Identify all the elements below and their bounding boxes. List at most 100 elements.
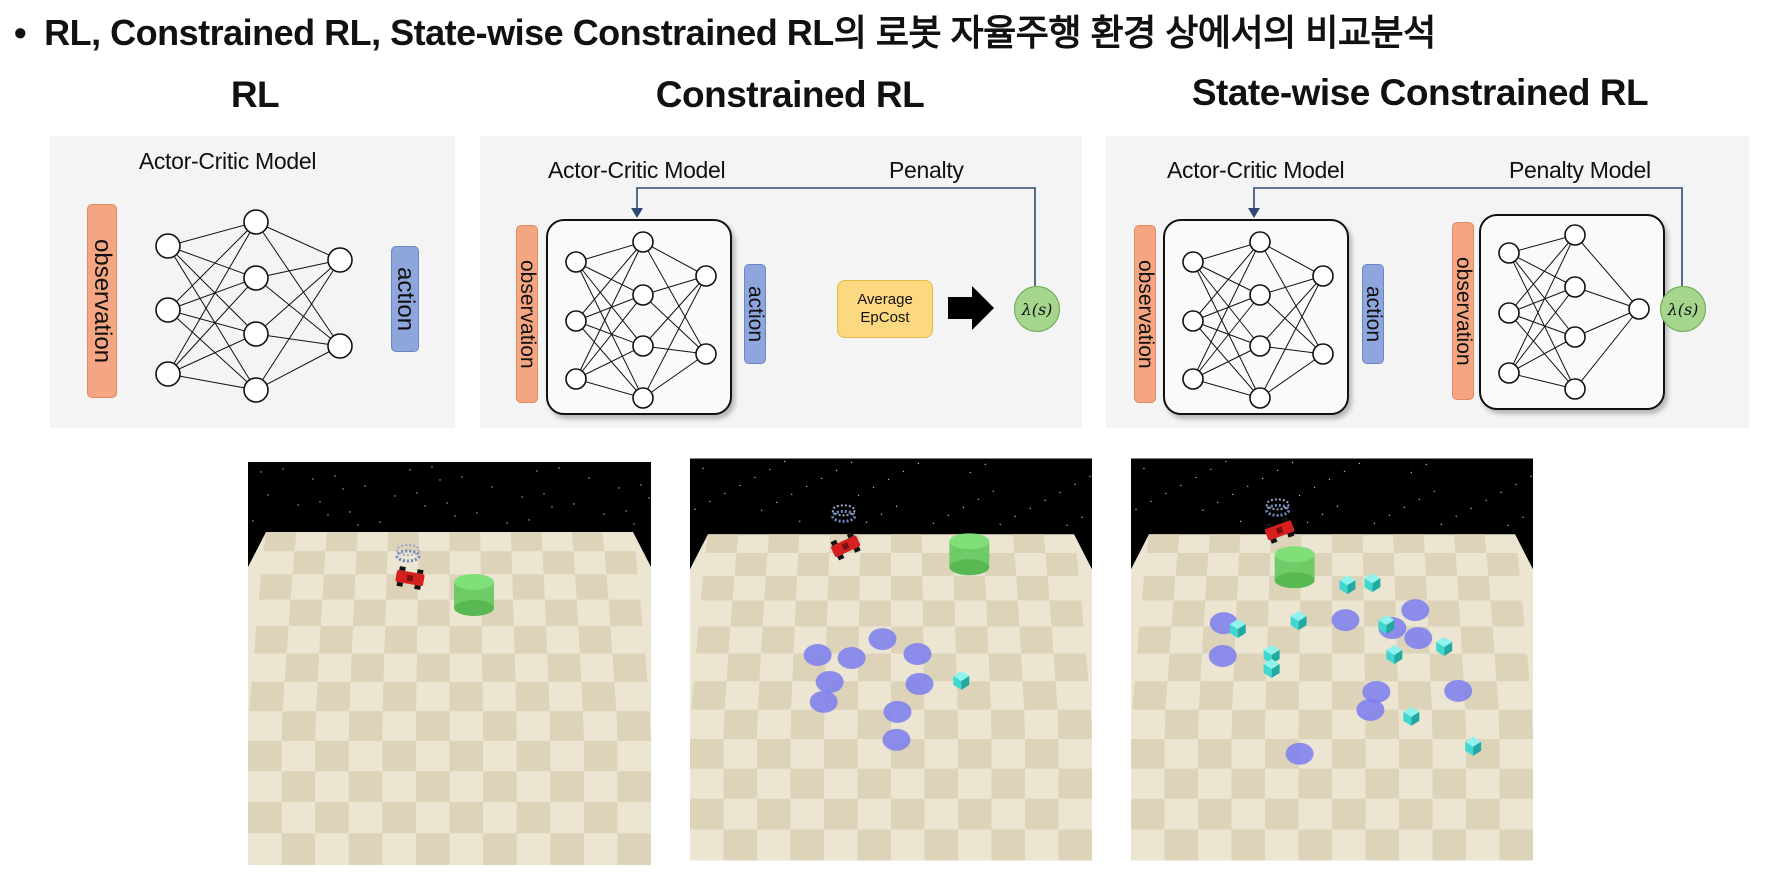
star [1044, 499, 1046, 502]
star [528, 519, 530, 521]
star [618, 487, 620, 489]
scene-state-wise-rl-environment [1131, 458, 1533, 861]
star [962, 506, 965, 509]
floor-tile [857, 768, 891, 799]
floor-tile [734, 553, 768, 576]
floor-tile [1013, 534, 1046, 554]
connection [1508, 234, 1576, 314]
star [739, 484, 741, 487]
star [1210, 468, 1212, 471]
connection [1574, 286, 1640, 310]
star [297, 504, 299, 506]
floor-tile [608, 599, 643, 627]
floor-tile [315, 740, 349, 772]
connection [642, 275, 707, 347]
floor-tile [1131, 798, 1165, 830]
floor-tile [1016, 575, 1050, 601]
floor-tile [695, 626, 731, 654]
floor-tile [348, 833, 383, 865]
star [1403, 506, 1406, 509]
hazard-zone [1362, 680, 1391, 703]
star [1336, 505, 1339, 508]
floor-tile [449, 626, 483, 654]
floor-tile [1231, 768, 1265, 799]
floor-tile [1332, 626, 1365, 654]
vase-side [1229, 624, 1238, 639]
star [1240, 520, 1242, 523]
floor-tile [991, 768, 1025, 799]
floor-tile [1429, 653, 1464, 682]
connection [575, 378, 644, 399]
star [1343, 470, 1346, 473]
neuron [243, 321, 269, 347]
floor-tile [382, 740, 416, 772]
floor-tile [355, 551, 388, 575]
floor-tile [1399, 798, 1433, 830]
neuron [1182, 368, 1204, 390]
star [364, 485, 366, 487]
floor-tile [348, 771, 383, 803]
star [1291, 461, 1294, 464]
connection [575, 261, 644, 347]
star [349, 511, 351, 513]
star [1470, 507, 1472, 510]
floor-tile [986, 600, 1020, 627]
connection [1259, 241, 1324, 277]
neuron [1628, 298, 1650, 320]
connection [642, 275, 707, 399]
floor-tile [1238, 553, 1271, 576]
floor-tile [1427, 600, 1461, 627]
floor-tile [827, 575, 860, 601]
neuron [1182, 251, 1204, 273]
floor-tile [767, 534, 800, 554]
robot-wheel [1281, 516, 1289, 523]
floor-tile [730, 600, 765, 627]
floor-tile [857, 829, 891, 861]
connection [1192, 261, 1261, 347]
floor-tile [415, 711, 450, 741]
connection [575, 294, 644, 380]
floor-tile [790, 709, 825, 739]
star [454, 515, 456, 517]
connection [575, 241, 644, 322]
star [446, 502, 448, 504]
floor-tile [281, 711, 316, 741]
page-heading: •RL, Constrained RL, State-wise Constrai… [14, 4, 1436, 56]
floor-tile [449, 532, 481, 552]
star [334, 475, 336, 477]
floor-tile [449, 802, 484, 834]
star [902, 470, 905, 473]
connection [1259, 353, 1324, 399]
star [1440, 523, 1442, 526]
panel-rl: Actor-Critic Model observation action [50, 136, 455, 428]
floor-tile [254, 626, 289, 654]
star [1029, 507, 1031, 510]
floor [248, 532, 651, 865]
vase-side [1386, 620, 1395, 635]
star [521, 496, 523, 498]
connection [575, 320, 644, 347]
connection [255, 333, 341, 347]
floor-tile [923, 653, 957, 682]
neuron [1249, 284, 1271, 306]
scene-rl-environment [248, 462, 651, 865]
star [491, 486, 493, 488]
star [977, 498, 979, 501]
connection [1192, 345, 1261, 380]
connection [575, 241, 644, 263]
goal-cylinder-base [1274, 572, 1315, 589]
neuron [565, 310, 587, 332]
star [1515, 483, 1517, 486]
floor-tile [1393, 534, 1425, 554]
floor-tile [516, 802, 551, 834]
floor-tile [824, 798, 858, 830]
floor-tile [797, 553, 830, 576]
robot-wheel [846, 532, 854, 539]
neuron [1249, 387, 1271, 409]
neural-network [155, 209, 353, 403]
connection [255, 259, 341, 391]
floor [690, 534, 1092, 861]
floor-tile [512, 574, 545, 600]
floor-tile [760, 626, 795, 654]
floor-tile [1494, 653, 1530, 682]
